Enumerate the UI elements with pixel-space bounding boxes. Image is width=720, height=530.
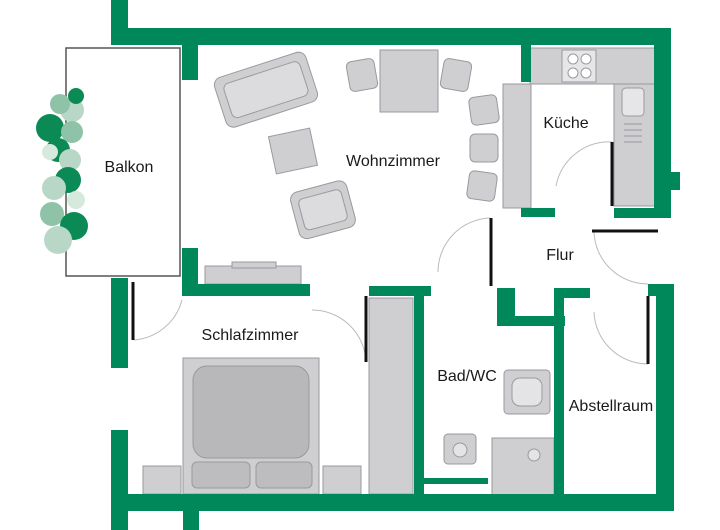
- room-label-schlafzimmer: Schlafzimmer: [202, 327, 300, 344]
- armchair: [290, 180, 356, 240]
- stove: [561, 49, 597, 83]
- tv-sideboard: [204, 265, 302, 285]
- room-label-flur: Flur: [546, 247, 574, 264]
- dining-table: [379, 49, 439, 113]
- dining-chair: [345, 58, 379, 92]
- room-label-abstellraum: Abstellraum: [569, 398, 653, 415]
- coffee-table: [267, 127, 319, 175]
- nightstand: [322, 465, 362, 495]
- bar-chair: [466, 170, 498, 202]
- dining-chair: [439, 58, 473, 92]
- furniture: [142, 47, 657, 499]
- kitchen-sink: [621, 87, 645, 117]
- room-label-wohnzimmer: Wohnzimmer: [346, 153, 441, 170]
- bar-chair: [468, 94, 500, 126]
- room-label-kueche: Küche: [543, 115, 588, 132]
- pillow: [191, 461, 251, 489]
- bar-chair: [469, 133, 499, 163]
- pillow: [255, 461, 313, 489]
- shower: [491, 437, 555, 499]
- tv: [231, 261, 277, 269]
- kitchen-island: [502, 83, 532, 209]
- room-label-balkon: Balkon: [105, 159, 154, 176]
- nightstand: [142, 465, 182, 495]
- walls: [111, 0, 680, 530]
- wardrobe: [368, 297, 414, 495]
- bed-mattress: [192, 365, 310, 459]
- room-label-bad: Bad/WC: [437, 368, 497, 385]
- balcony-plants: [36, 88, 88, 254]
- doors: [131, 141, 658, 365]
- living-sofa: [213, 51, 319, 128]
- room-labels: Balkon Wohnzimmer Küche Flur Schlafzimme…: [105, 115, 654, 415]
